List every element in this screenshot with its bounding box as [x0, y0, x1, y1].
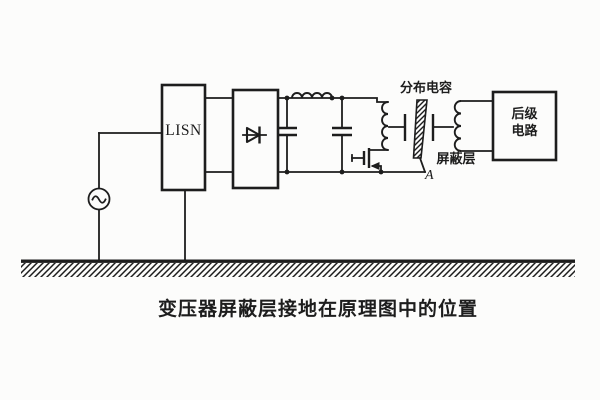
- capacitor-plates: [332, 126, 352, 137]
- junction-dots: [284, 95, 384, 175]
- diode-icon: [242, 126, 267, 144]
- filter-capacitor-1: [277, 97, 297, 173]
- ground-hatch: [21, 263, 575, 277]
- post-stage-label-line1: 后级: [511, 106, 538, 121]
- distributed-capacitance: [403, 99, 435, 159]
- junction-dot: [284, 169, 290, 175]
- mosfet-icon: [351, 148, 389, 173]
- shield-bar: [412, 99, 428, 159]
- mosfet-source-arrow: [370, 162, 380, 170]
- rectifier-block: [231, 88, 280, 190]
- wires: [98, 97, 494, 262]
- node-a-label: A: [424, 168, 434, 183]
- lisn-label: LISN: [165, 122, 201, 139]
- shield-layer-label: 屏蔽层: [436, 151, 475, 166]
- post-stage-label-line2: 电路: [511, 123, 538, 138]
- distributed-capacitance-label: 分布电容: [400, 80, 452, 95]
- capacitor-plates: [277, 126, 297, 137]
- wire-top-rail: [277, 97, 389, 103]
- diode-triangle: [245, 126, 261, 144]
- junction-dot: [378, 169, 384, 175]
- filter-capacitor-2: [332, 97, 352, 173]
- junction-dot: [284, 95, 290, 101]
- post-stage-box: [491, 90, 558, 162]
- ground-top-edge: [21, 259, 575, 263]
- transformer-secondary-winding: [453, 100, 462, 152]
- sine-wave-icon: [91, 195, 107, 204]
- transformer-primary-winding: [381, 101, 389, 151]
- wire-shield-to-node-a: [418, 156, 427, 174]
- figure-caption: 变压器屏蔽层接地在原理图中的位置: [158, 297, 478, 320]
- lisn-box: [160, 83, 207, 192]
- junction-dot: [329, 95, 335, 101]
- rectifier-box: [231, 88, 280, 190]
- junction-dot: [339, 95, 345, 101]
- filter-inductor: [291, 92, 333, 99]
- post-stage-block: 后级 电路: [491, 90, 558, 162]
- junction-dot: [339, 169, 345, 175]
- ac-source: [87, 187, 111, 211]
- ac-source-circle: [87, 187, 111, 211]
- lisn-block: LISN: [160, 83, 207, 192]
- ground-plane: [21, 259, 575, 277]
